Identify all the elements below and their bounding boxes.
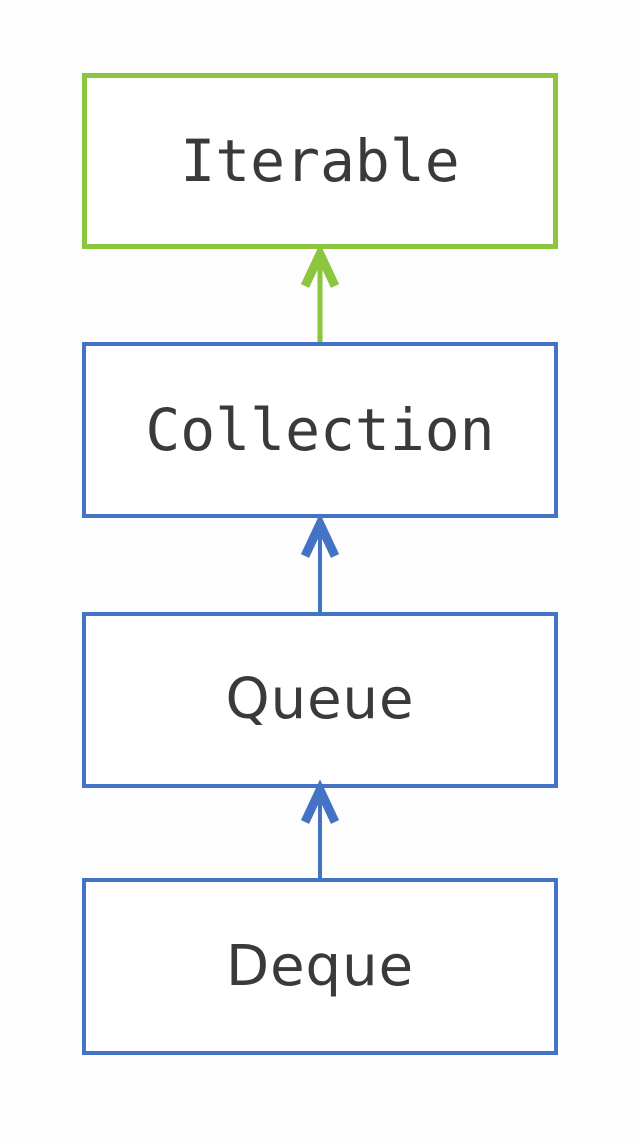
node-deque-label: Deque bbox=[225, 933, 415, 999]
node-deque[interactable]: Deque bbox=[82, 878, 558, 1055]
arrowhead-chevron-blue-2 bbox=[300, 779, 340, 824]
arrow-queue-to-collection-blue bbox=[300, 513, 340, 612]
node-iterable[interactable]: Iterable bbox=[82, 73, 558, 249]
node-collection[interactable]: Collection bbox=[82, 342, 558, 518]
node-iterable-label: Iterable bbox=[180, 127, 460, 195]
node-queue-label: Queue bbox=[225, 667, 415, 732]
arrow-deque-to-queue-blue bbox=[300, 779, 340, 878]
node-collection-label: Collection bbox=[145, 396, 495, 464]
node-queue[interactable]: Queue bbox=[82, 612, 558, 788]
arrowhead-chevron-blue-1 bbox=[300, 513, 340, 558]
arrowhead-chevron-green bbox=[300, 243, 340, 288]
arrow-collection-to-iterable-green bbox=[300, 243, 340, 342]
